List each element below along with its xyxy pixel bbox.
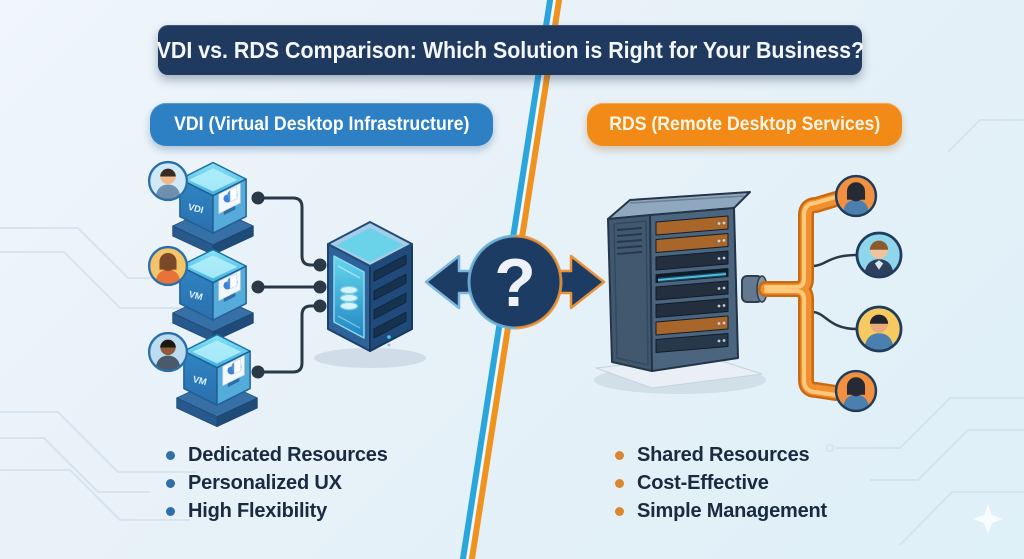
bullet-label: Dedicated Resources xyxy=(188,443,388,466)
page-title: VDI vs. RDS Comparison: Which Solution i… xyxy=(156,36,864,63)
server-slats xyxy=(373,254,407,339)
server-tower-icon xyxy=(314,221,426,368)
server-rack-icon xyxy=(594,191,768,394)
bullet-label: Simple Management xyxy=(637,499,827,522)
vdi-cube-icon-1: VDI xyxy=(172,161,254,256)
list-item: Shared Resources xyxy=(615,441,827,469)
user-avatar-icon xyxy=(147,331,189,373)
list-item: Simple Management xyxy=(615,497,827,525)
database-icon xyxy=(339,285,359,311)
user-avatar-icon xyxy=(855,231,903,279)
left-arrow-icon xyxy=(424,254,476,310)
bullet-dot xyxy=(166,450,175,460)
bullet-dot xyxy=(166,478,175,488)
question-mark-icon: ? xyxy=(494,245,536,321)
bullet-dot xyxy=(615,478,624,488)
vdi-cube-icon-3: VM xyxy=(176,333,258,428)
vdi-section-header: VDI (Virtual Desktop Infrastructure) xyxy=(150,103,493,146)
user-avatar-icon xyxy=(834,369,878,413)
list-item: Cost-Effective xyxy=(615,469,827,497)
vdi-benefits-list: Dedicated Resources Personalized UX High… xyxy=(166,441,388,525)
bullet-label: Personalized UX xyxy=(188,471,342,494)
right-arrow-icon xyxy=(554,254,606,310)
list-item: Dedicated Resources xyxy=(166,441,388,469)
user-avatar-icon xyxy=(147,160,189,202)
bullet-label: Shared Resources xyxy=(637,443,810,466)
list-item: Personalized UX xyxy=(166,469,388,497)
bullet-dot xyxy=(615,450,624,460)
rack-drive-slats xyxy=(655,215,729,353)
bullet-label: Cost-Effective xyxy=(637,471,769,494)
question-badge: ? xyxy=(424,234,606,330)
user-avatar-icon xyxy=(855,305,903,353)
rds-header-label: RDS (Remote Desktop Services) xyxy=(608,113,881,135)
cube-label: VM xyxy=(188,289,204,302)
rds-connection-lines xyxy=(811,253,858,331)
rds-section-header: RDS (Remote Desktop Services) xyxy=(587,103,902,146)
vdi-cube-icon-2: VM xyxy=(172,248,254,343)
title-banner: VDI vs. RDS Comparison: Which Solution i… xyxy=(156,25,864,75)
cube-label: VDI xyxy=(187,202,205,215)
cube-label: VM xyxy=(192,374,208,387)
vdi-header-label: VDI (Virtual Desktop Infrastructure) xyxy=(173,113,470,135)
list-item: High Flexibility xyxy=(166,497,388,525)
user-avatar-icon xyxy=(147,245,189,287)
vdi-connection-lines xyxy=(251,191,327,379)
bullet-dot xyxy=(615,506,624,516)
user-avatar-icon xyxy=(834,174,878,218)
bullet-label: High Flexibility xyxy=(188,499,328,522)
bullet-dot xyxy=(166,506,175,516)
sparkle-icon xyxy=(973,504,1003,534)
pipe-connector xyxy=(758,191,844,401)
rds-benefits-list: Shared Resources Cost-Effective Simple M… xyxy=(615,441,827,525)
